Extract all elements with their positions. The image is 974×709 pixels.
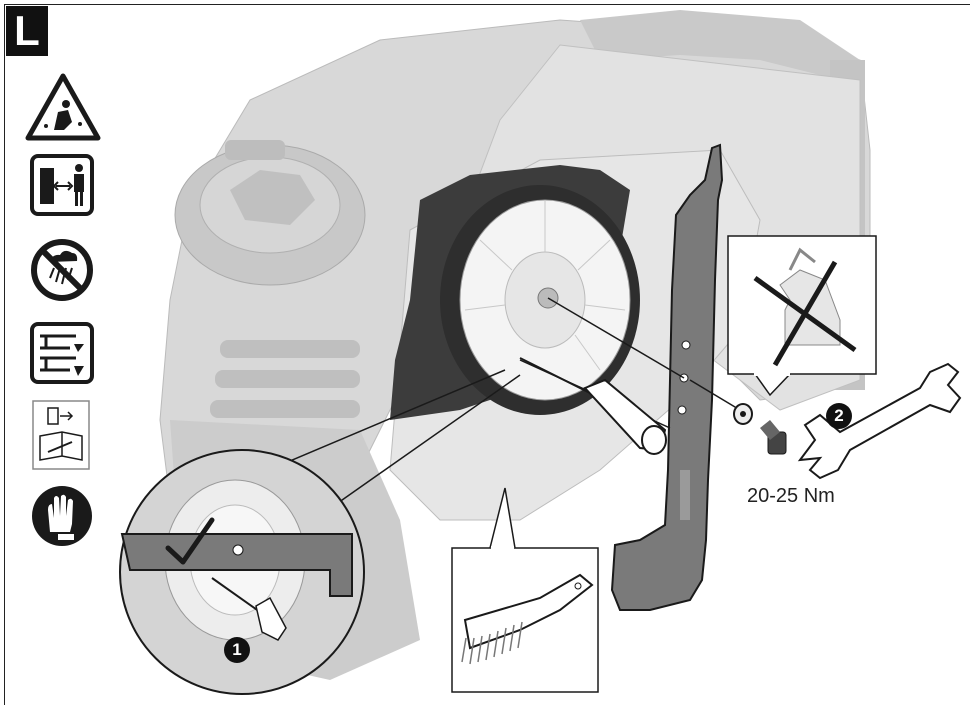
- flying-debris-warning-icon: [25, 73, 101, 141]
- keep-distance-icon: [30, 154, 94, 216]
- step-1-badge: 1: [224, 637, 250, 663]
- wear-gloves-icon: [32, 486, 92, 546]
- magnifier-detail: [119, 369, 521, 695]
- torque-spec-label: 20-25 Nm: [747, 485, 835, 507]
- screwdriver: [519, 357, 667, 455]
- motor-hub: [440, 185, 640, 415]
- brush-callout: [451, 487, 599, 693]
- section-label: L: [6, 6, 48, 56]
- no-lubricant-callout: [727, 235, 877, 397]
- mower-blade: [610, 143, 724, 611]
- figure-frame: [4, 4, 970, 705]
- mower-housing: [159, 10, 871, 680]
- read-manual-icon: [32, 400, 90, 470]
- wrench: [797, 362, 962, 480]
- blade-bolt: [760, 420, 787, 455]
- blade-adjust-icon: [30, 322, 94, 384]
- step-2-badge: 2: [826, 403, 852, 429]
- no-rain-icon: [31, 239, 93, 301]
